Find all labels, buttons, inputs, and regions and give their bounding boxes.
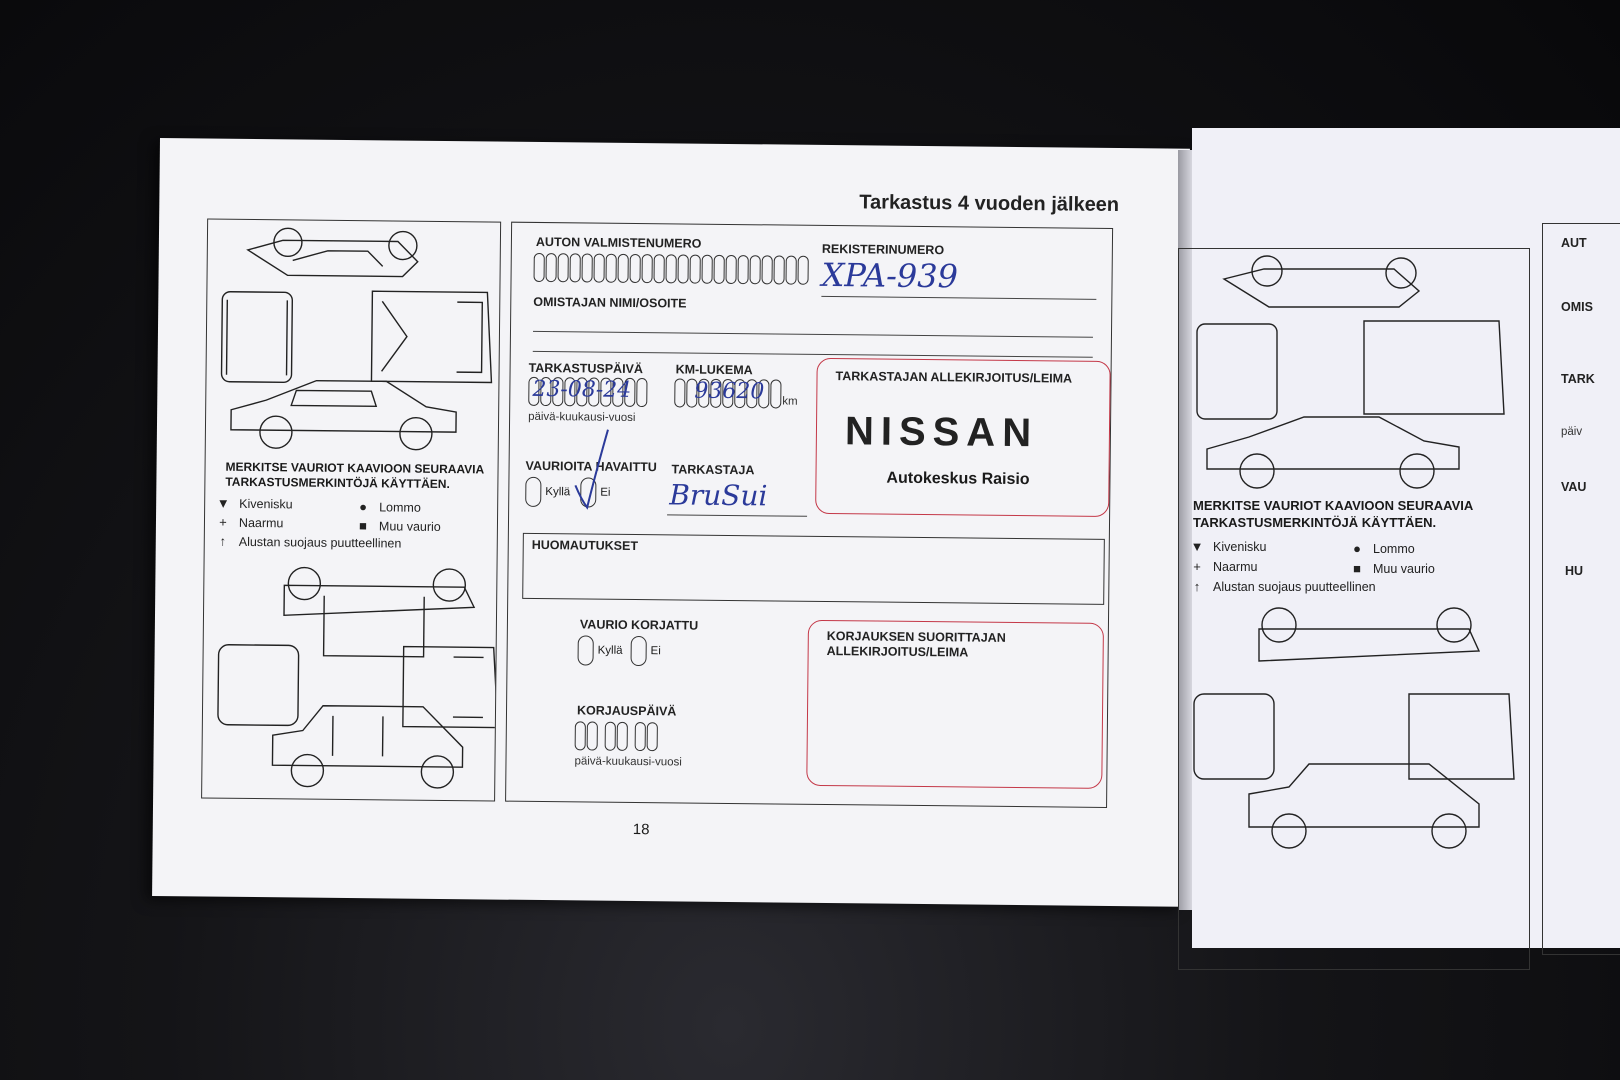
damage-yes-radio[interactable] bbox=[525, 476, 542, 508]
inspector-underline bbox=[667, 514, 808, 517]
date-format-hint: päivä-kuukausi-vuosi bbox=[528, 410, 636, 424]
next-page-form-frame: AUT OMIS TARK päiv VAU HU bbox=[1542, 223, 1620, 955]
next-page-diagram-frame: MERKITSE VAURIOT KAAVIOON SEURAAVIA TARK… bbox=[1178, 248, 1530, 970]
next-legend-muu-vaurio: ■Muu vaurio bbox=[1353, 561, 1435, 576]
owner-label: OMISTAJAN NIMI/OSOITE bbox=[533, 294, 687, 311]
reg-underline bbox=[821, 295, 1097, 300]
car-diagram-top-icon bbox=[220, 227, 493, 451]
repaired-no-label: Ei bbox=[650, 645, 661, 658]
page-title: Tarkastus 4 vuoden jälkeen bbox=[859, 191, 1120, 217]
inspection-date-value[interactable]: 23-08-24 bbox=[532, 376, 632, 403]
next-legend-naarmu: +Naarmu bbox=[1193, 559, 1258, 574]
damage-yes-label: Kyllä bbox=[545, 486, 571, 499]
next-legend-kivenisku: ▼Kivenisku bbox=[1190, 539, 1267, 554]
repaired-label: VAURIO KORJATTU bbox=[579, 617, 699, 633]
inspector-signature[interactable]: BruSui bbox=[669, 478, 768, 513]
legend-heading: MERKITSE VAURIOT KAAVIOON SEURAAVIA TARK… bbox=[225, 459, 484, 492]
repaired-no-radio[interactable] bbox=[630, 635, 647, 667]
car-diagram-top-icon bbox=[1196, 255, 1505, 489]
nissan-logo: NISSAN bbox=[844, 409, 1039, 456]
car-diagram-bottom-icon bbox=[217, 566, 497, 789]
notes-label: HUOMAUTUKSET bbox=[531, 537, 639, 554]
legend-item-lommo: ●Lommo bbox=[359, 499, 421, 515]
owner-line-2 bbox=[532, 350, 1093, 358]
stamp-box: TARKASTAJAN ALLEKIRJOITUS/LEIMA NISSAN A… bbox=[815, 357, 1111, 517]
page-number: 18 bbox=[632, 820, 650, 839]
next-owner-label: OMIS bbox=[1561, 300, 1593, 314]
repaired-yes-radio[interactable] bbox=[577, 635, 594, 666]
legend-item-naarmu: +Naarmu bbox=[219, 514, 284, 530]
vin-boxes[interactable] bbox=[533, 252, 810, 285]
next-page: MERKITSE VAURIOT KAAVIOON SEURAAVIA TARK… bbox=[1178, 128, 1620, 970]
repairer-stamp-box[interactable]: KORJAUKSEN SUORITTAJAN ALLEKIRJOITUS/LEI… bbox=[806, 619, 1104, 789]
next-vin-label: AUT bbox=[1561, 236, 1587, 250]
repaired-yes-label: Kyllä bbox=[597, 644, 623, 657]
repair-date-label: KORJAUSPÄIVÄ bbox=[576, 703, 677, 719]
reg-value[interactable]: XPA-939 bbox=[821, 255, 959, 296]
next-page-legend-heading: MERKITSE VAURIOT KAAVIOON SEURAAVIA TARK… bbox=[1193, 498, 1473, 530]
inspection-date-label: TARKASTUSPÄIVÄ bbox=[528, 360, 644, 377]
signature-stamp-label: TARKASTAJAN ALLEKIRJOITUS/LEIMA bbox=[835, 369, 1073, 386]
repairer-label: KORJAUKSEN SUORITTAJAN ALLEKIRJOITUS/LEI… bbox=[826, 629, 1006, 660]
notes-box[interactable]: HUOMAUTUKSET bbox=[522, 532, 1105, 605]
service-book-page: Tarkastus 4 vuoden jälkeen MERKITSE VAUR… bbox=[152, 138, 1190, 907]
next-notes-label: HU bbox=[1565, 564, 1584, 578]
inspector-label: TARKASTAJA bbox=[671, 462, 755, 478]
owner-line-1 bbox=[532, 330, 1093, 338]
km-value[interactable]: 93620 bbox=[694, 378, 765, 405]
car-diagram-bottom-icon bbox=[1193, 607, 1515, 849]
damage-diagram-frame: MERKITSE VAURIOT KAAVIOON SEURAAVIA TARK… bbox=[201, 218, 502, 802]
repaired-options: Kyllä Ei bbox=[577, 635, 661, 667]
next-damage-label: VAU bbox=[1561, 480, 1587, 494]
km-unit: km bbox=[782, 395, 798, 408]
next-legend-lommo: ●Lommo bbox=[1353, 541, 1415, 556]
next-date-hint: päiv bbox=[1561, 426, 1583, 438]
dealer-name: Autokeskus Raisio bbox=[886, 469, 1030, 489]
reg-label: REKISTERINUMERO bbox=[821, 241, 945, 258]
next-date-label: TARK bbox=[1561, 372, 1595, 386]
km-label: KM-LUKEMA bbox=[675, 362, 753, 378]
inspection-form-frame: AUTON VALMISTENUMERO REKISTERINUMERO XPA… bbox=[505, 221, 1114, 808]
checkmark-icon bbox=[574, 429, 609, 510]
vin-label: AUTON VALMISTENUMERO bbox=[535, 234, 702, 251]
repair-date-boxes[interactable] bbox=[574, 721, 659, 752]
repair-date-hint: päivä-kuukausi-vuosi bbox=[574, 755, 682, 769]
legend-item-kivenisku: ▼Kivenisku bbox=[216, 495, 293, 511]
next-legend-alustan: ↑Alustan suojaus puutteellinen bbox=[1193, 579, 1376, 594]
legend-item-alustan: ↑Alustan suojaus puutteellinen bbox=[219, 533, 402, 551]
legend-item-muu-vaurio: ■Muu vaurio bbox=[358, 518, 441, 534]
